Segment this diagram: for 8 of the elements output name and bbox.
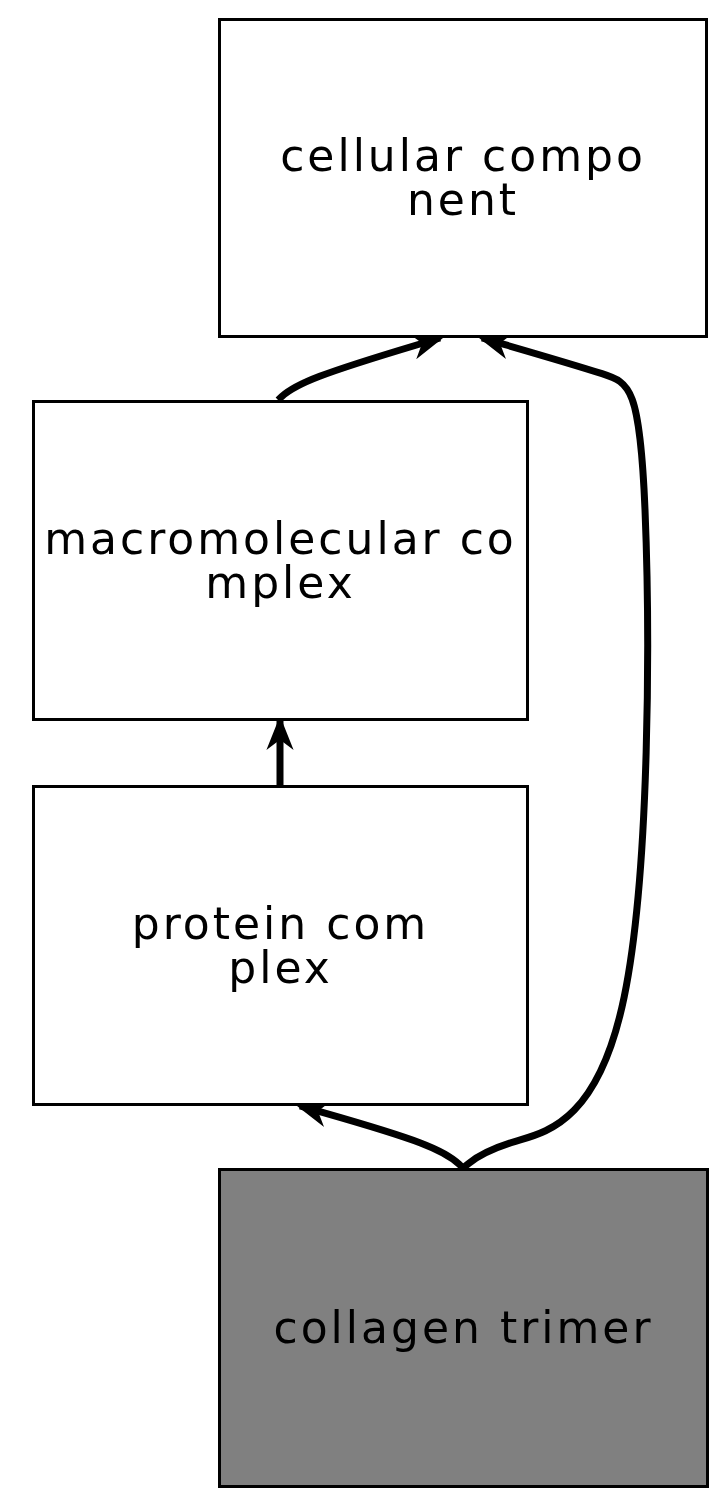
term-label: collagen trimer xyxy=(273,1306,654,1350)
term-box xyxy=(218,1168,709,1488)
term-label: macromolecular complex xyxy=(43,516,518,605)
term-label: cellular component xyxy=(279,134,647,222)
term-box xyxy=(32,400,529,721)
term-label: protein complex xyxy=(130,901,431,990)
term-box xyxy=(32,785,529,1106)
term-box xyxy=(218,18,708,338)
